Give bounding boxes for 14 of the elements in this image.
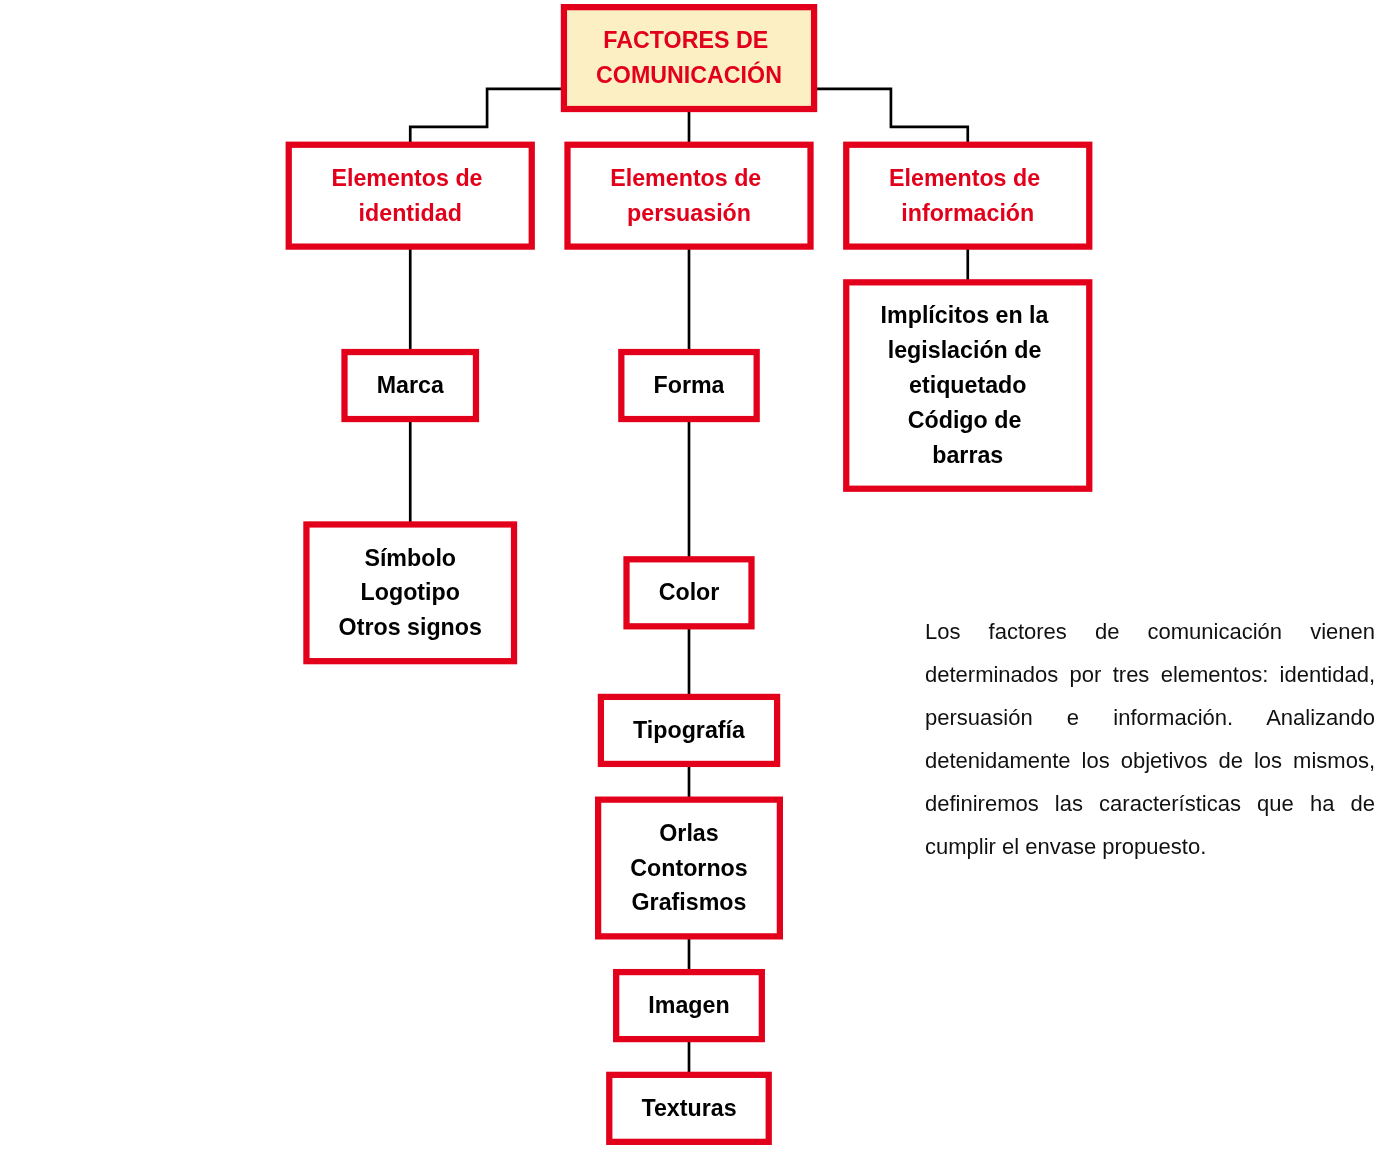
node-box: FACTORES DE COMUNICACIÓN (560, 4, 818, 113)
node-box: Forma (618, 348, 760, 423)
node-box: Texturas (606, 1071, 772, 1145)
node-box: Imagen (613, 968, 765, 1043)
node-box: Tipografía (597, 693, 781, 768)
node-box: Elementos de información (843, 141, 1093, 250)
node-box: Color (623, 556, 755, 630)
node-box: Implícitos en la legislación de etiquetado Código de barras (843, 279, 1093, 492)
node-box: Orlas Contornos Grafismos (595, 796, 783, 940)
node-box: Marca (341, 348, 480, 423)
node-box: Elementos de persuasión (564, 141, 814, 250)
node-box: Elementos de identidad (285, 141, 535, 250)
description-paragraph: Los factores de comunicación vienen determinados por tres elementos: identidad, persuasión e información. Analizando detenidamente los objetivos de los mismos, definiremos las características que ha de cumplir el envase propuesto. (925, 618, 1375, 861)
node-box: Símbolo Logotipo Otros signos (303, 521, 518, 665)
